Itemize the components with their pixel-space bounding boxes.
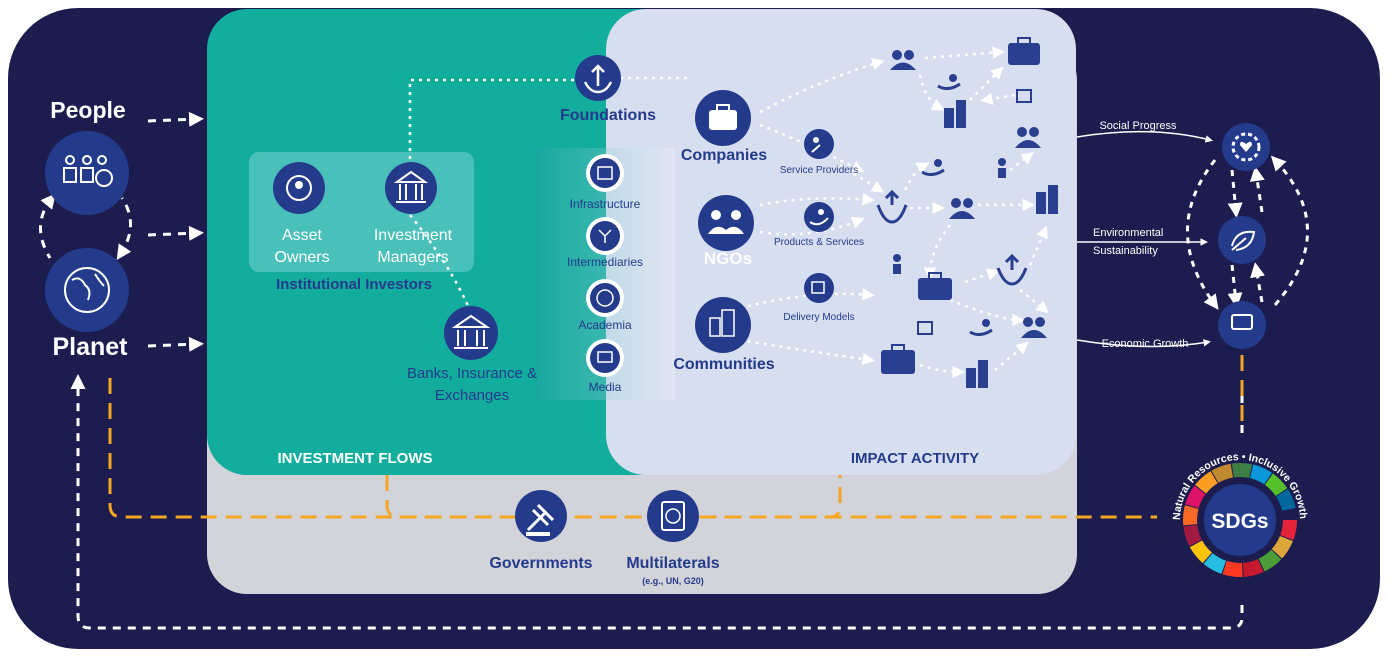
companies-icon <box>695 90 751 146</box>
outcome-lines <box>1076 130 1213 348</box>
infrastructure-icon <box>586 154 624 192</box>
briefcase-icon <box>918 272 952 300</box>
investment-managers-label-1: Investment <box>374 227 453 244</box>
academia-icon <box>586 279 624 317</box>
communities-icon <box>695 297 751 353</box>
sdg-center-label: SDGs <box>1211 510 1268 533</box>
intermediaries-label: Intermediaries <box>567 255 643 269</box>
hand-gear-icon <box>969 319 993 337</box>
ngos-icon <box>698 195 754 251</box>
impact-activity-label: IMPACT ACTIVITY <box>851 450 979 467</box>
hands-up-icon <box>996 253 1028 286</box>
delivery-models-icon <box>804 273 834 303</box>
building-icon <box>944 100 966 128</box>
leaf-icon <box>1218 216 1266 264</box>
group-icon <box>1021 317 1047 338</box>
ngos-label: NGOs <box>704 249 752 268</box>
ecosystem-small-icons <box>876 37 1058 388</box>
economic-growth-icon <box>1218 301 1266 349</box>
social-progress-icon <box>1222 123 1270 171</box>
governments-label: Governments <box>489 555 592 572</box>
multilaterals-note: (e.g., UN, G20) <box>642 576 704 586</box>
delivery-icon <box>1016 89 1032 103</box>
investment-managers-icon <box>385 162 437 214</box>
hand-gear-icon <box>921 159 945 177</box>
group-icon <box>890 50 916 70</box>
media-label: Media <box>589 380 622 394</box>
institutional-investors-label: Institutional Investors <box>276 276 432 293</box>
service-person-icon <box>998 158 1006 178</box>
delivery-icon <box>917 321 933 335</box>
impact-dotted-flows <box>739 46 1049 379</box>
foundations-label: Foundations <box>560 107 656 124</box>
intermediaries-icon <box>586 217 624 255</box>
group-icon <box>1015 127 1041 148</box>
building-icon <box>1036 185 1058 214</box>
people-label: People <box>50 97 125 123</box>
banks-label-1: Banks, Insurance & <box>407 365 537 382</box>
environmental-label-1: Environmental <box>1093 227 1163 239</box>
foundations-icon <box>575 55 621 101</box>
hand-gear-icon <box>937 74 961 91</box>
planet-label: Planet <box>52 333 128 361</box>
hands-up-icon <box>876 189 908 224</box>
briefcase-icon <box>881 344 915 374</box>
companies-label: Companies <box>681 147 767 164</box>
delivery-models-label: Delivery Models <box>783 312 854 323</box>
briefcase-icon <box>1008 37 1040 65</box>
service-person-icon <box>893 254 901 274</box>
products-services-icon <box>804 202 834 232</box>
multilaterals-icon <box>647 490 699 542</box>
banks-icon <box>444 306 498 360</box>
banks-label-2: Exchanges <box>435 387 509 404</box>
investment-flows-label: INVESTMENT FLOWS <box>278 450 433 467</box>
service-providers-label: Service Providers <box>780 165 858 176</box>
building-icon <box>966 360 988 388</box>
multilaterals-label: Multilaterals <box>626 555 719 572</box>
asset-owners-label-2: Owners <box>274 249 329 266</box>
investment-dotted-flows <box>408 76 690 311</box>
globe-icon <box>45 248 129 332</box>
media-icon <box>586 339 624 377</box>
service-providers-icon <box>804 129 834 159</box>
academia-label: Academia <box>578 318 632 332</box>
outcome-cycle-arrows <box>1186 155 1309 310</box>
gavel-icon <box>515 490 567 542</box>
people-icon <box>45 131 129 215</box>
asset-owners-icon <box>273 162 325 214</box>
social-progress-label: Social Progress <box>1099 120 1177 132</box>
people-planet-arrows <box>39 111 1244 630</box>
asset-owners-label-1: Asset <box>282 227 323 244</box>
products-services-label: Products & Services <box>774 237 864 248</box>
economic-growth-label: Economic Growth <box>1102 338 1189 350</box>
environmental-label-2: Sustainability <box>1093 245 1158 257</box>
group-icon <box>949 198 975 219</box>
policy-dashed-lines <box>108 355 1244 519</box>
infrastructure-label: Infrastructure <box>570 197 641 211</box>
communities-label: Communities <box>673 356 774 373</box>
investment-managers-label-2: Managers <box>377 249 448 266</box>
